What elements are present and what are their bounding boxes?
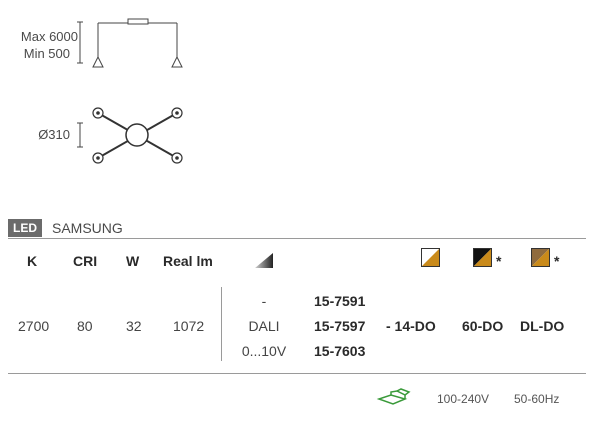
- swatch-black-gold-icon: [473, 248, 492, 267]
- driver-icon: [376, 388, 411, 405]
- header-w: W: [126, 253, 140, 269]
- suffix-white-gold: - 14-DO: [386, 318, 436, 334]
- frequency-label: 50-60Hz: [514, 392, 560, 406]
- suffix-bronze-gold: DL-DO: [520, 318, 565, 334]
- led-tag: LED: [8, 219, 42, 237]
- brand-label: SAMSUNG: [52, 220, 123, 236]
- star-mark: *: [496, 253, 502, 269]
- header-real-lm: Real lm: [163, 253, 213, 269]
- top-view-diagram: [77, 107, 183, 164]
- control-none: -: [261, 293, 267, 309]
- code-on-off: 15-7591: [314, 293, 366, 309]
- code-dali: 15-7597: [314, 318, 366, 334]
- suffix-black-gold: 60-DO: [462, 318, 504, 334]
- value-real-lm: 1072: [173, 318, 205, 334]
- suspension-diagram: [77, 18, 183, 68]
- top-rule: [8, 238, 586, 239]
- min-height-label: Min 500: [23, 46, 70, 61]
- column-divider: [221, 287, 222, 361]
- value-k: 2700: [18, 318, 50, 334]
- header-cri: CRI: [73, 253, 98, 269]
- control-dali: DALI: [248, 318, 280, 334]
- swatch-white-gold-icon: [421, 248, 440, 267]
- value-w: 32: [126, 318, 142, 334]
- header-k: K: [27, 253, 38, 269]
- control-0-10v: 0...10V: [241, 343, 287, 359]
- code-0-10v: 15-7603: [314, 343, 366, 359]
- bottom-rule: [8, 373, 586, 374]
- star-mark: *: [554, 253, 560, 269]
- voltage-label: 100-240V: [437, 392, 490, 406]
- value-cri: 80: [77, 318, 93, 334]
- swatch-bronze-gold-icon: [531, 248, 550, 267]
- max-height-label: Max 6000: [20, 29, 78, 44]
- diameter-label: Ø310: [38, 127, 70, 142]
- dimming-icon: [255, 253, 273, 268]
